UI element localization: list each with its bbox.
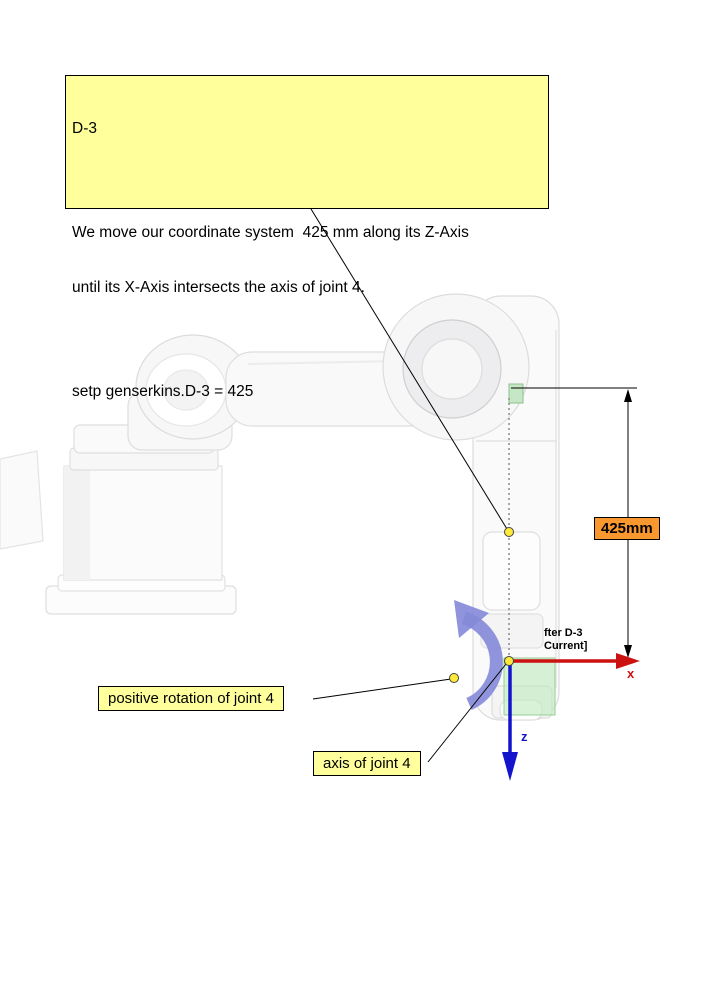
callout-title: D-3 bbox=[72, 120, 97, 137]
rotation-arrow-head bbox=[454, 600, 489, 638]
frame-marker-after-d3 bbox=[508, 383, 524, 404]
dimension-label-425mm: 425mm bbox=[594, 517, 660, 540]
frame-caption-line2: Current] bbox=[544, 640, 588, 652]
rotation-arrow-arc bbox=[461, 611, 503, 710]
label-axis-of-joint4: axis of joint 4 bbox=[313, 751, 421, 776]
robot-elbow-joint bbox=[382, 293, 530, 441]
frame-marker-current bbox=[503, 657, 556, 716]
callout-body-line2: until its X-Axis intersects the axis of … bbox=[72, 279, 365, 296]
frame-caption-line1: fter D-3 bbox=[544, 627, 583, 639]
dimension-arrow-up bbox=[624, 389, 632, 402]
callout-body-line1: We move our coordinate system 425 mm alo… bbox=[72, 223, 469, 241]
leader-axis-of-joint4 bbox=[427, 663, 507, 763]
robot-shoulder bbox=[127, 334, 251, 451]
anchor-dot-rotation bbox=[449, 673, 459, 683]
callout-spacer bbox=[72, 176, 542, 187]
anchor-dot-origin bbox=[504, 656, 514, 666]
callout-command: setp genserkins.D-3 = 425 bbox=[72, 382, 254, 400]
frame-caption: fter D-3 Current] bbox=[544, 627, 587, 653]
z-axis-label: z bbox=[521, 729, 528, 744]
leader-callout-d3 bbox=[310, 208, 508, 530]
z-axis-arrowhead bbox=[502, 752, 518, 781]
label-positive-rotation: positive rotation of joint 4 bbox=[98, 686, 284, 711]
anchor-dot-d3 bbox=[504, 527, 514, 537]
callout-spacer bbox=[72, 335, 542, 346]
x-axis-arrowhead bbox=[616, 653, 640, 669]
dimension-arrow-down bbox=[624, 645, 632, 658]
leader-positive-rotation bbox=[312, 678, 452, 700]
x-axis-label: x bbox=[627, 666, 635, 681]
callout-d3: D-3 We move our coordinate system 425 mm… bbox=[65, 75, 549, 400]
